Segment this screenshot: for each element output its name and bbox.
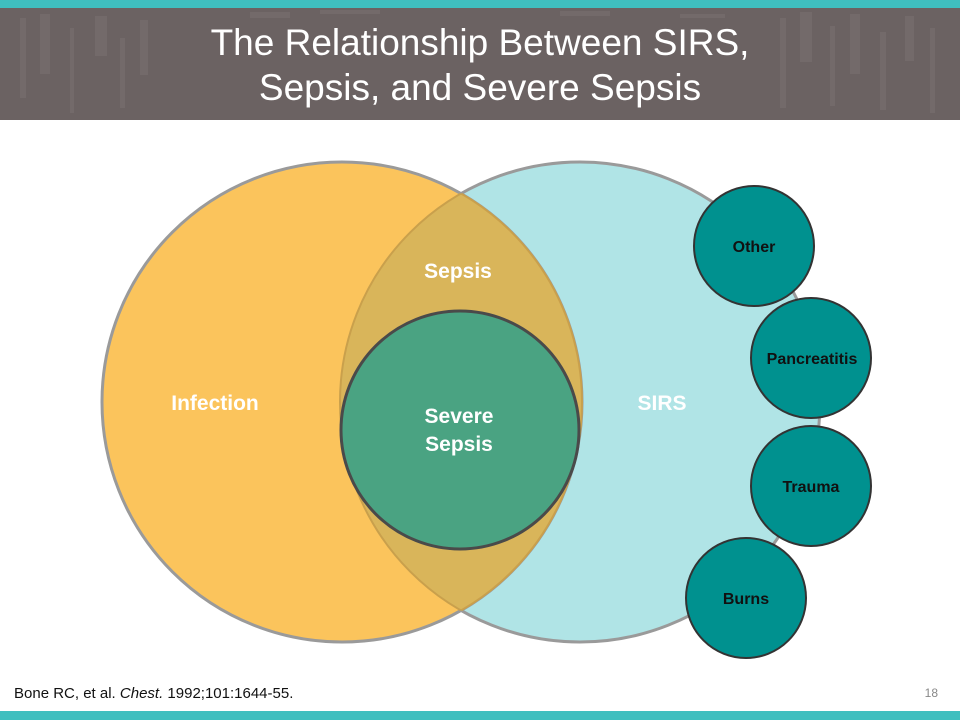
page-number: 18 (924, 686, 938, 700)
sirs-label: SIRS (637, 392, 686, 415)
cause-circle-pancreatitis (750, 297, 872, 419)
severe-sepsis-label-line-2: Sepsis (425, 433, 493, 456)
top-accent-bar (0, 0, 960, 8)
infection-label: Infection (171, 392, 259, 415)
citation-journal: Chest. (119, 685, 164, 702)
sepsis-label: Sepsis (424, 260, 492, 283)
header-texture (20, 10, 935, 113)
citation: Bone RC, et al. Chest. 1992;101:1644-55. (14, 685, 293, 702)
page-title: The Relationship Between SIRS, Sepsis, a… (0, 20, 960, 110)
cause-label-pancreatitis: Pancreatitis (767, 351, 858, 368)
title-line-2: Sepsis, and Severe Sepsis (258, 67, 702, 108)
cause-circle-trauma (750, 425, 872, 547)
sirs-edge-inside-infection (339, 162, 582, 642)
bottom-accent-bar (0, 711, 960, 720)
severe-sepsis-label-line-1: Severe (425, 405, 494, 428)
cause-circle-other (693, 185, 815, 307)
infection-edge-inside-sirs (340, 162, 583, 642)
cause-label-other: Other (733, 239, 776, 256)
severe-sepsis-circle (339, 309, 581, 551)
citation-details: 1992;101:1644-55. (167, 685, 294, 702)
citation-authors: Bone RC, et al. (14, 685, 116, 702)
cause-label-burns: Burns (723, 591, 769, 608)
title-line-1: The Relationship Between SIRS, (210, 22, 750, 63)
cause-label-trauma: Trauma (783, 479, 840, 496)
cause-circle-burns (685, 537, 807, 659)
header-banner: The Relationship Between SIRS, Sepsis, a… (0, 8, 960, 120)
